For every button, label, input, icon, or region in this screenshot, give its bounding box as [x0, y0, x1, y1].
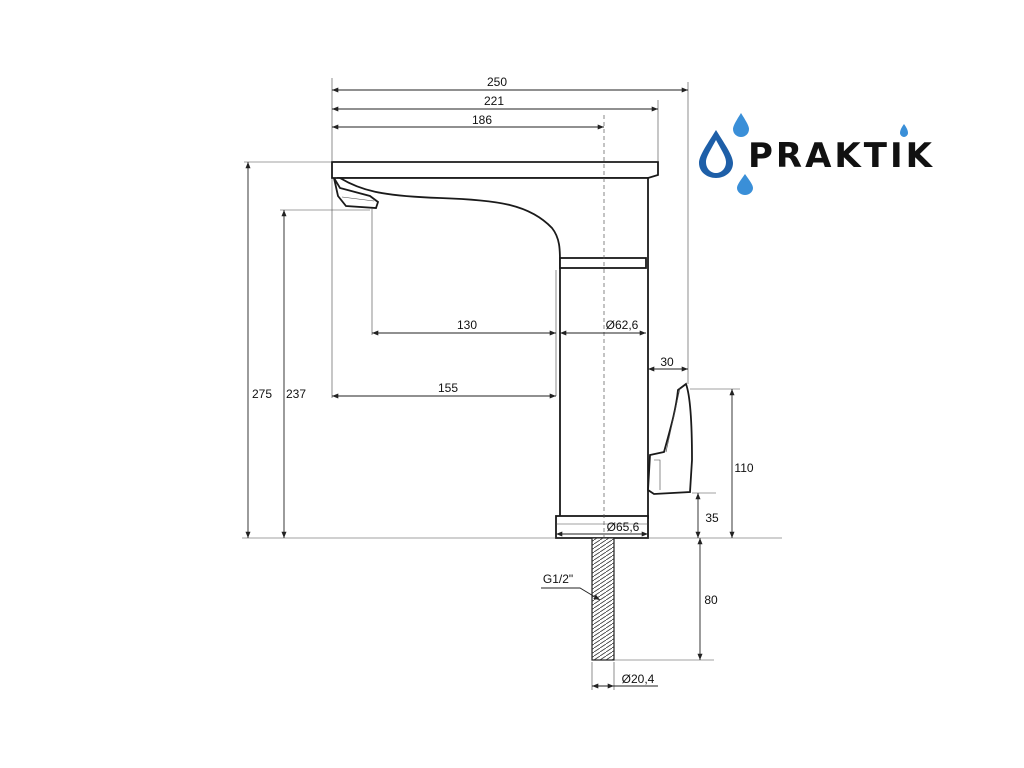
- dimension-labels: 250 221 186 130 Ø62,6 30 155 275 237 110…: [252, 75, 754, 686]
- dim-handle-base: 35: [705, 511, 719, 525]
- dim-base-diameter: Ø65,6: [607, 520, 640, 534]
- dim-body-diameter: Ø62,6: [606, 318, 639, 332]
- dim-center-offset: 186: [472, 113, 492, 127]
- brand-logo: PRAKTIK: [699, 113, 935, 195]
- dim-total-width: 250: [487, 75, 507, 89]
- dim-handle-offset: 30: [660, 355, 674, 369]
- dim-shank-diameter: Ø20,4: [622, 672, 655, 686]
- dim-total-height: 275: [252, 387, 272, 401]
- dim-top-width: 221: [484, 94, 504, 108]
- brand-name: PRAKTIK: [748, 136, 935, 176]
- dim-spout-to-body: 155: [438, 381, 458, 395]
- water-drops-icon: [699, 113, 908, 195]
- dim-handle-height: 110: [734, 461, 753, 475]
- dimension-lines: [245, 87, 735, 689]
- dim-thread: G1/2": [543, 572, 573, 586]
- dim-spout-reach: 130: [457, 318, 477, 332]
- dim-shank-length: 80: [704, 593, 718, 607]
- faucet-body: [331, 161, 693, 661]
- dim-outlet-height: 237: [286, 387, 306, 401]
